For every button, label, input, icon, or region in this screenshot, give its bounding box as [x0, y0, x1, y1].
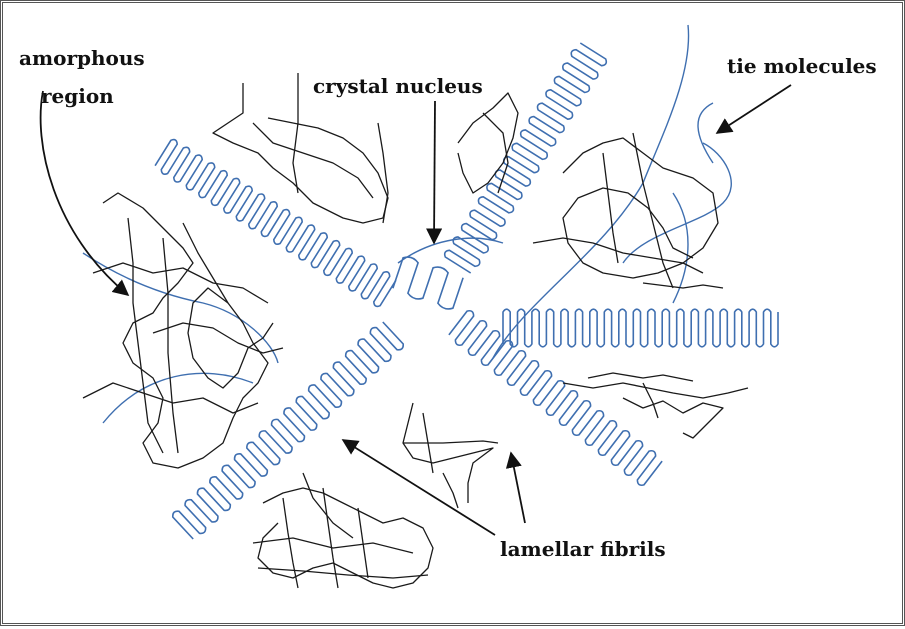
- amorphous-chain: [128, 218, 163, 453]
- lamella-lower-left: [173, 322, 403, 539]
- amorphous-chain: [403, 403, 493, 503]
- amorphous-chain: [253, 538, 413, 553]
- amorphous-chain: [283, 498, 298, 588]
- amorphous-chain: [458, 93, 518, 193]
- amorphous-chain: [483, 113, 508, 193]
- lamellar-fibrils-arrow-1: [343, 440, 495, 535]
- tie-molecules-label: tie molecules: [727, 54, 877, 78]
- amorphous-chain: [643, 283, 723, 288]
- crystal-nucleus-label: crystal nucleus: [313, 74, 483, 98]
- amorphous-chain: [378, 123, 388, 223]
- amorphous-chain: [358, 508, 368, 578]
- amorphous-chain: [403, 441, 498, 443]
- amorphous-chain: [253, 123, 373, 198]
- amorphous-chain: [443, 473, 458, 508]
- amorphous-chain: [258, 568, 428, 578]
- lamellar-fibrils-arrow-2: [511, 453, 525, 523]
- tie-molecule: [493, 25, 689, 358]
- amorphous-label-line1: amorphous: [19, 46, 145, 70]
- lamellar-fibrils-label: lamellar fibrils: [500, 537, 666, 561]
- tie-molecule: [83, 253, 278, 363]
- amorphous-label-line2: region: [41, 84, 114, 108]
- amorphous-chain: [533, 238, 703, 273]
- polymer-morphology-diagram: amorphous region crystal nucleus tie mol…: [3, 3, 905, 629]
- amorphous-chain: [633, 133, 673, 288]
- amorphous-chain: [563, 383, 748, 398]
- lamella-lower-right: [449, 311, 662, 485]
- amorphous-chain: [623, 398, 723, 438]
- amorphous-chain: [303, 473, 353, 538]
- tie-molecules-arrow: [717, 85, 791, 133]
- amorphous-region-arrow: [41, 91, 128, 295]
- crystal-nucleus-arrow: [434, 101, 435, 243]
- tie-molecule: [698, 103, 713, 163]
- crystal-nucleus-folds: [393, 257, 463, 309]
- amorphous-chain: [213, 83, 388, 223]
- lamella-horizontal: [503, 309, 778, 347]
- lamella-upper-left: [155, 140, 396, 307]
- amorphous-chain: [588, 373, 693, 381]
- amorphous-chain: [293, 73, 298, 193]
- amorphous-chain: [563, 138, 718, 278]
